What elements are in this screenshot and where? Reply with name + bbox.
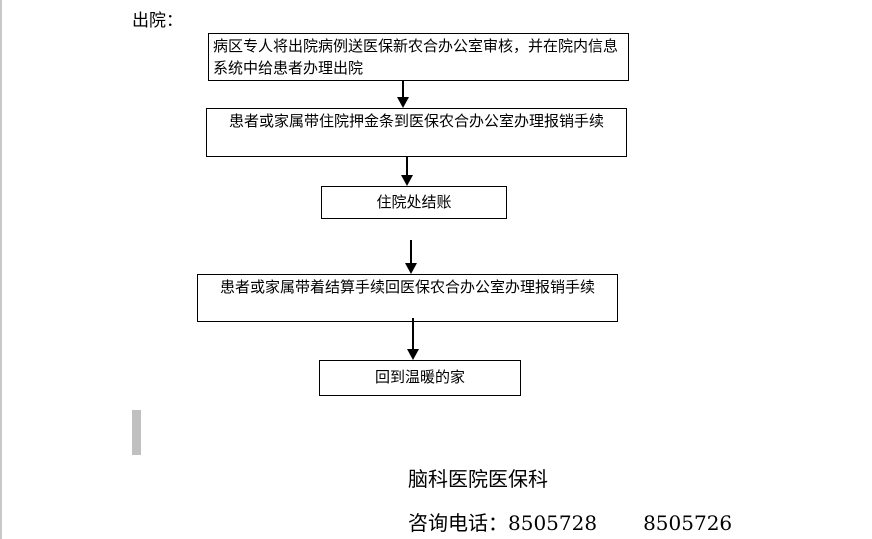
flow-arrow-2 [400, 157, 414, 186]
phone-number-2: 8505726 [643, 511, 733, 535]
margin-marker [132, 410, 141, 455]
contact-phone: 咨询电话：8505728 8505726 [408, 509, 732, 537]
flow-step-5: 回到温暖的家 [319, 360, 521, 396]
flow-arrow-1 [396, 81, 410, 108]
flow-step-4: 患者或家属带着结算手续回医保农合办公室办理报销手续 [197, 274, 618, 322]
phone-label: 咨询电话： [408, 511, 508, 535]
flow-step-1: 病区专人将出院病例送医保新农合办公室审核，并在院内信息系统中给患者办理出院 [208, 33, 629, 81]
flow-arrow-4 [406, 318, 420, 360]
department-name: 脑科医院医保科 [408, 467, 548, 491]
phone-number-1: 8505728 [508, 511, 598, 535]
section-heading: 出院： [132, 11, 183, 31]
flow-arrow-3 [404, 240, 418, 274]
flow-step-2: 患者或家属带住院押金条到医保农合办公室办理报销手续 [206, 108, 627, 157]
page-edge [0, 0, 2, 539]
flow-step-3: 住院处结账 [321, 186, 507, 219]
